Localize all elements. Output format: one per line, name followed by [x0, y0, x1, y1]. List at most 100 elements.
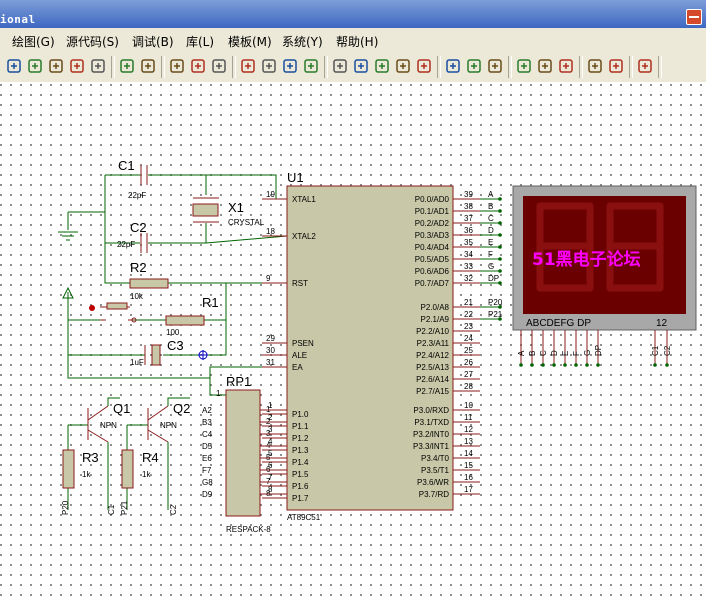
rp1-pin-5[interactable]: 4D5: [202, 437, 287, 451]
block-rotate-icon[interactable]: [280, 56, 300, 76]
svg-text:21: 21: [464, 298, 473, 307]
rp1-pin-7[interactable]: 6F7: [202, 461, 287, 475]
new-sheet-icon[interactable]: [485, 56, 505, 76]
menu-debug[interactable]: 调试(B): [132, 35, 174, 49]
ares-icon[interactable]: [635, 56, 655, 76]
menu-system[interactable]: 系统(Y): [282, 35, 323, 49]
menu-library[interactable]: 库(L): [186, 35, 215, 49]
zoom-area-icon[interactable]: [88, 56, 108, 76]
svg-text:B: B: [528, 351, 537, 356]
svg-text:C1: C1: [651, 345, 660, 356]
svg-text:P0.3/AD3: P0.3/AD3: [415, 231, 450, 240]
display-pin-B[interactable]: B: [528, 330, 537, 367]
svg-text:6: 6: [268, 461, 273, 470]
cut-icon[interactable]: [167, 56, 187, 76]
rp1-pin-8[interactable]: 7G8: [202, 473, 287, 487]
netlist-icon[interactable]: [606, 56, 626, 76]
rp1-pin-4[interactable]: 3C4: [202, 425, 287, 439]
add-sheet-icon[interactable]: [514, 56, 534, 76]
display-pin-F[interactable]: F: [572, 330, 581, 367]
zoom-out-icon[interactable]: [46, 56, 66, 76]
x1ref-label: X1: [228, 200, 244, 215]
rp1-body[interactable]: [225, 389, 261, 517]
zoom-all-icon[interactable]: [67, 56, 87, 76]
pick-device-icon[interactable]: [330, 56, 350, 76]
display-pin-D[interactable]: D: [550, 330, 559, 367]
decompose-icon[interactable]: [393, 56, 413, 76]
pan-icon[interactable]: [4, 56, 24, 76]
menu-draw[interactable]: 绘图(G): [12, 35, 55, 49]
display-pin-A[interactable]: A: [517, 330, 526, 367]
u1-body[interactable]: [286, 185, 454, 511]
bom-icon[interactable]: [585, 56, 605, 76]
svg-text:F: F: [488, 250, 493, 259]
make-device-icon[interactable]: [351, 56, 371, 76]
packaging-icon[interactable]: [372, 56, 392, 76]
svg-text:2: 2: [268, 413, 273, 422]
search-tag-icon[interactable]: [443, 56, 463, 76]
close-icon[interactable]: [686, 9, 702, 25]
c2ref-label: C2: [130, 220, 147, 235]
copy-icon[interactable]: [188, 56, 208, 76]
redo-icon[interactable]: [138, 56, 158, 76]
display-pin-E[interactable]: E: [561, 330, 570, 367]
display-pin-C2[interactable]: C2: [663, 330, 672, 367]
goto-sheet-icon[interactable]: [556, 56, 576, 76]
property-assign-icon[interactable]: [464, 56, 484, 76]
menu-template[interactable]: 模板(M): [228, 35, 272, 49]
display-pin-C[interactable]: C: [539, 330, 548, 367]
display-pin-C1[interactable]: C1: [651, 330, 660, 367]
svg-text:7: 7: [268, 473, 273, 482]
undo-icon[interactable]: [117, 56, 137, 76]
block-copy-icon[interactable]: [238, 56, 258, 76]
r4ref-label: R4: [142, 450, 159, 465]
block-move-icon[interactable]: [259, 56, 279, 76]
menu-source[interactable]: 源代码(S): [66, 35, 119, 49]
svg-text:D: D: [488, 226, 494, 235]
rp1-pin-6[interactable]: 5E6: [202, 449, 287, 463]
display-pin-DP[interactable]: DP: [594, 330, 603, 367]
rp1-pin-2[interactable]: 1A2: [202, 401, 287, 415]
rp1-pin-9[interactable]: 8D9: [202, 485, 287, 499]
menu-help[interactable]: 帮助(H): [336, 35, 379, 49]
remove-sheet-icon[interactable]: [535, 56, 555, 76]
zoom-in-icon[interactable]: [25, 56, 45, 76]
paste-icon[interactable]: [209, 56, 229, 76]
wire-autorouter-icon[interactable]: [414, 56, 434, 76]
block-delete-icon[interactable]: [301, 56, 321, 76]
r2ref-label: R2: [130, 260, 147, 275]
rp1-pin-3[interactable]: 2B3: [202, 413, 287, 427]
display-pin-G[interactable]: G: [583, 330, 592, 367]
